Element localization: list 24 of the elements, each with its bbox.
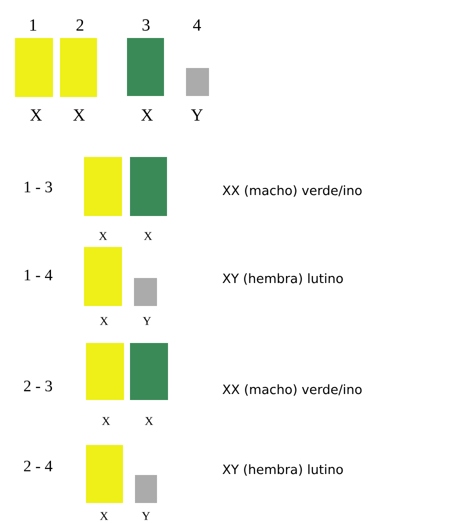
genotype-description: XX (macho) verde/ino: [222, 384, 362, 396]
chromosome-letter: X: [100, 317, 108, 325]
chromosome-letter: X: [98, 232, 108, 240]
chromosome-letter: X: [73, 109, 85, 121]
chromosome-number: 1: [30, 19, 36, 31]
chromosome-letter: X: [30, 109, 42, 121]
chromosome-letter: Y: [142, 317, 152, 325]
cross-label: 1 - 4: [24, 270, 52, 280]
cross-label: 2 - 4: [24, 460, 52, 472]
chromosome-letter: X: [144, 417, 154, 425]
chromosome-letter: X: [144, 232, 152, 240]
chromosome-letter: Y: [191, 109, 203, 121]
chromosome-number: 2: [76, 19, 84, 31]
chromosome-letter: X: [141, 109, 153, 121]
cross-label: 1 - 3: [24, 182, 52, 192]
cross-label: 2 - 3: [24, 380, 52, 392]
genotype-description: XY (hembra) lutino: [222, 273, 343, 285]
chromosome-number: 4: [193, 19, 201, 31]
chromosome-letter: Y: [142, 512, 150, 520]
genotype-description: XY (hembra) lutino: [222, 464, 343, 476]
chromosome-letter: X: [100, 512, 108, 520]
chromosome-letter: X: [102, 417, 110, 425]
genotype-description: XX (macho) verde/ino: [222, 185, 362, 197]
chromosome-number: 3: [142, 19, 150, 31]
